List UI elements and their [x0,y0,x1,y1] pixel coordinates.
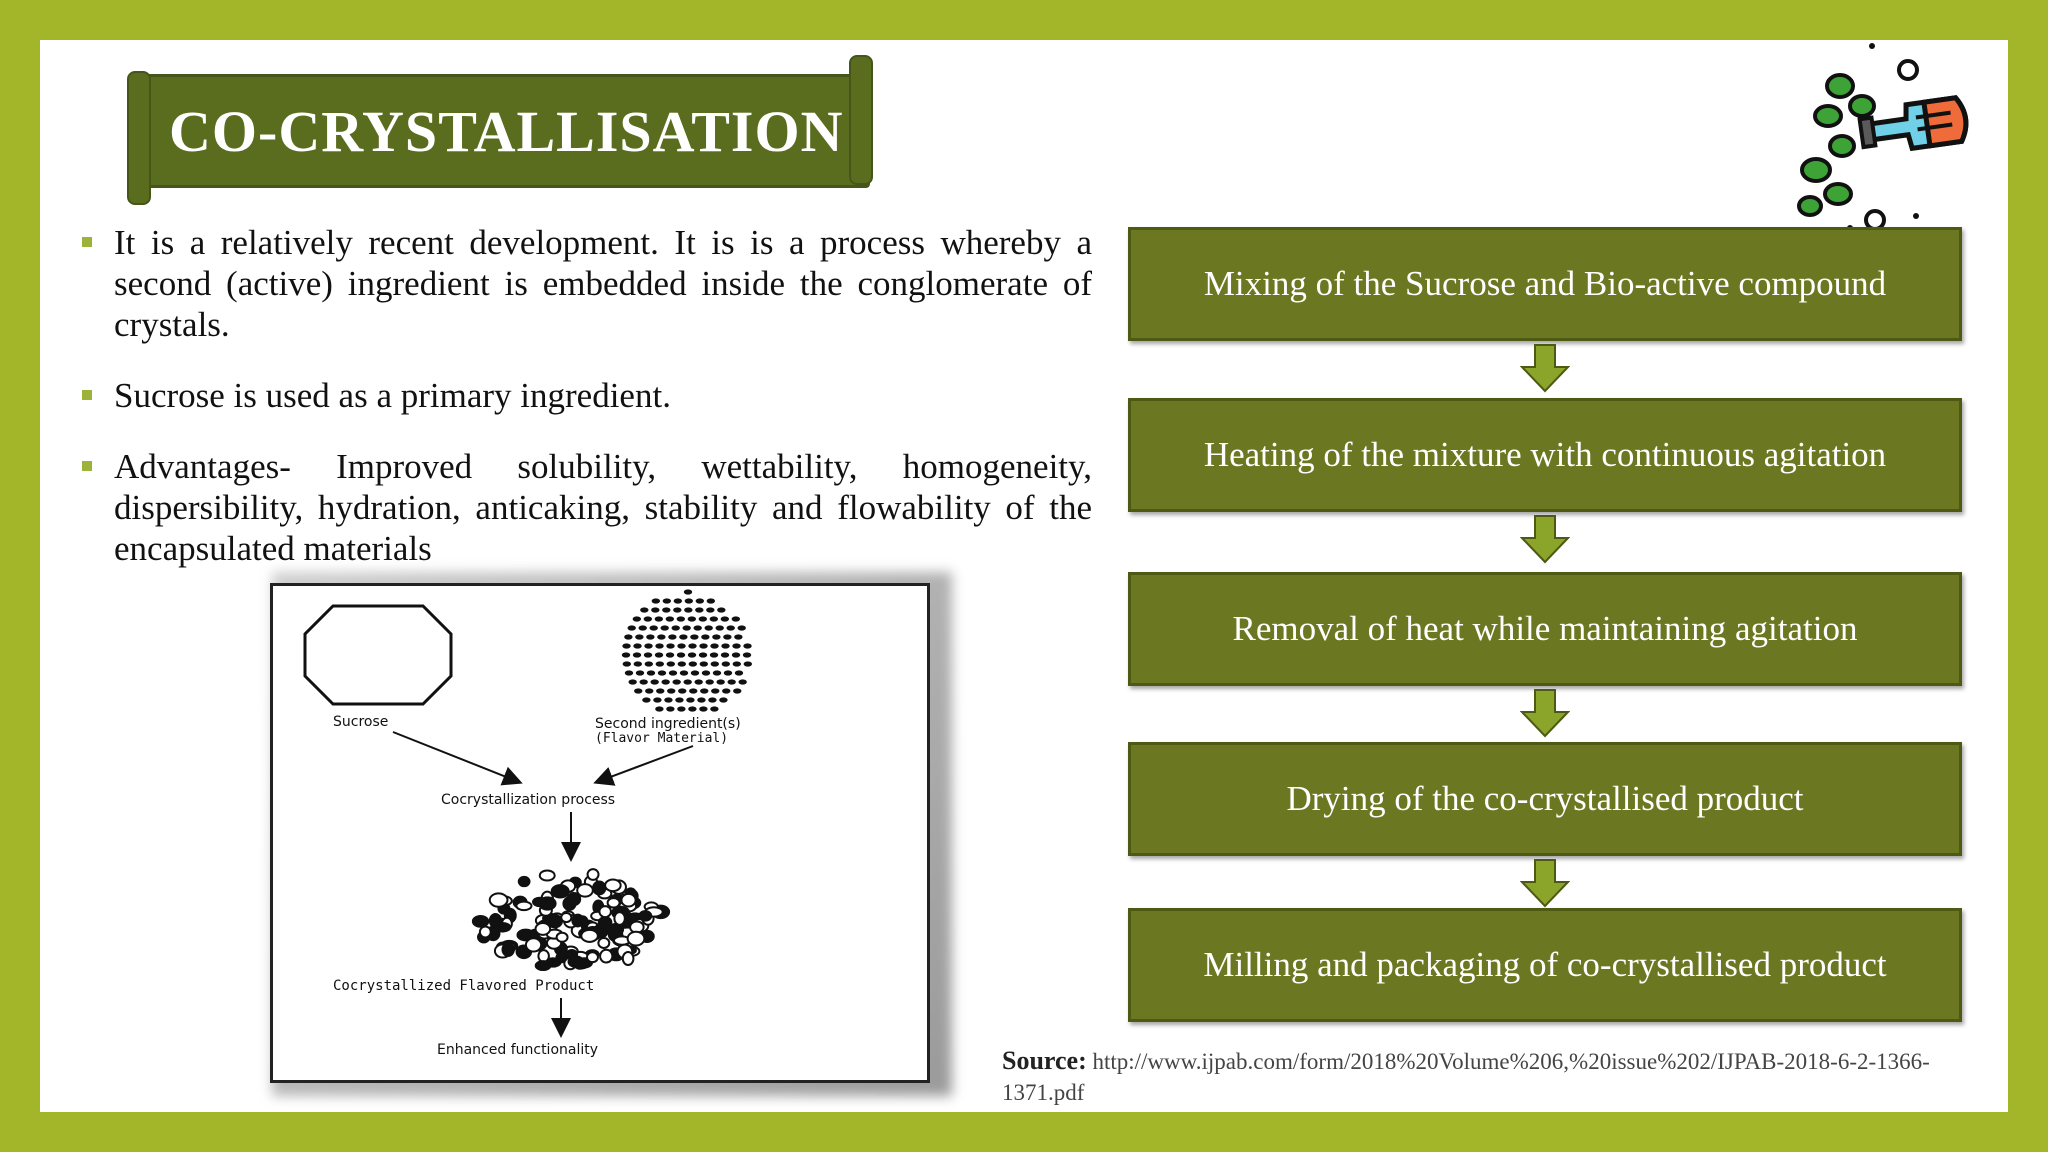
bullet-marker [82,390,92,400]
diagram-product-label: Cocrystallized Flavored Product [333,978,594,994]
arrow-down-icon [1520,515,1570,564]
flow-step-4: Drying of the co-crystallised product [1128,742,1962,856]
source-url[interactable]: http://www.ijpab.com/form/2018%20Volume%… [1002,1049,1930,1105]
arrow-down-icon [1520,344,1570,393]
bullet-marker [82,461,92,471]
title-banner: CO-CRYSTALLISATION [127,55,873,205]
flavor-material-dots [621,589,753,712]
slide: CO-CRYSTALLISATION It is a relatively re… [40,40,2008,1112]
arrow-down-icon [1520,689,1570,738]
bullet-marker [82,237,92,247]
flow-step-1: Mixing of the Sucrose and Bio-active com… [1128,227,1962,341]
page-title: CO-CRYSTALLISATION [169,98,844,164]
diagram-function-label: Enhanced functionality [437,1042,598,1058]
banner-curl-left [127,71,151,205]
bullet-item: Advantages- Improved solubility, wettabi… [82,446,1092,569]
flask-icon [1797,43,1969,228]
cocrystallization-diagram: Sucrose Second ingredient(s) (Flavor Mat… [270,583,930,1083]
diagram-second-label-2: (Flavor Material) [595,731,728,746]
diagram-second-label-1: Second ingredient(s) [595,716,741,732]
source-label: Source: [1002,1046,1087,1075]
bullet-item: Sucrose is used as a primary ingredient. [82,375,1092,416]
flow-step-3: Removal of heat while maintaining agitat… [1128,572,1962,686]
banner-curl-right [849,55,873,185]
flow-step-5: Milling and packaging of co-crystallised… [1128,908,1962,1022]
source-citation: Source: http://www.ijpab.com/form/2018%2… [1002,1045,1992,1108]
diagram-graphic: Sucrose Second ingredient(s) (Flavor Mat… [303,589,753,1058]
flow-step-2: Heating of the mixture with continuous a… [1128,398,1962,512]
sucrose-crystal [303,604,453,706]
bullet-item: It is a relatively recent development. I… [82,222,1092,345]
diagram-process-label: Cocrystallization process [441,792,615,808]
cocrystallized-product-blob [471,868,671,972]
arrow-down-icon [1520,859,1570,908]
bullet-list: It is a relatively recent development. I… [82,222,1092,599]
diagram-sucrose-label: Sucrose [333,714,388,730]
